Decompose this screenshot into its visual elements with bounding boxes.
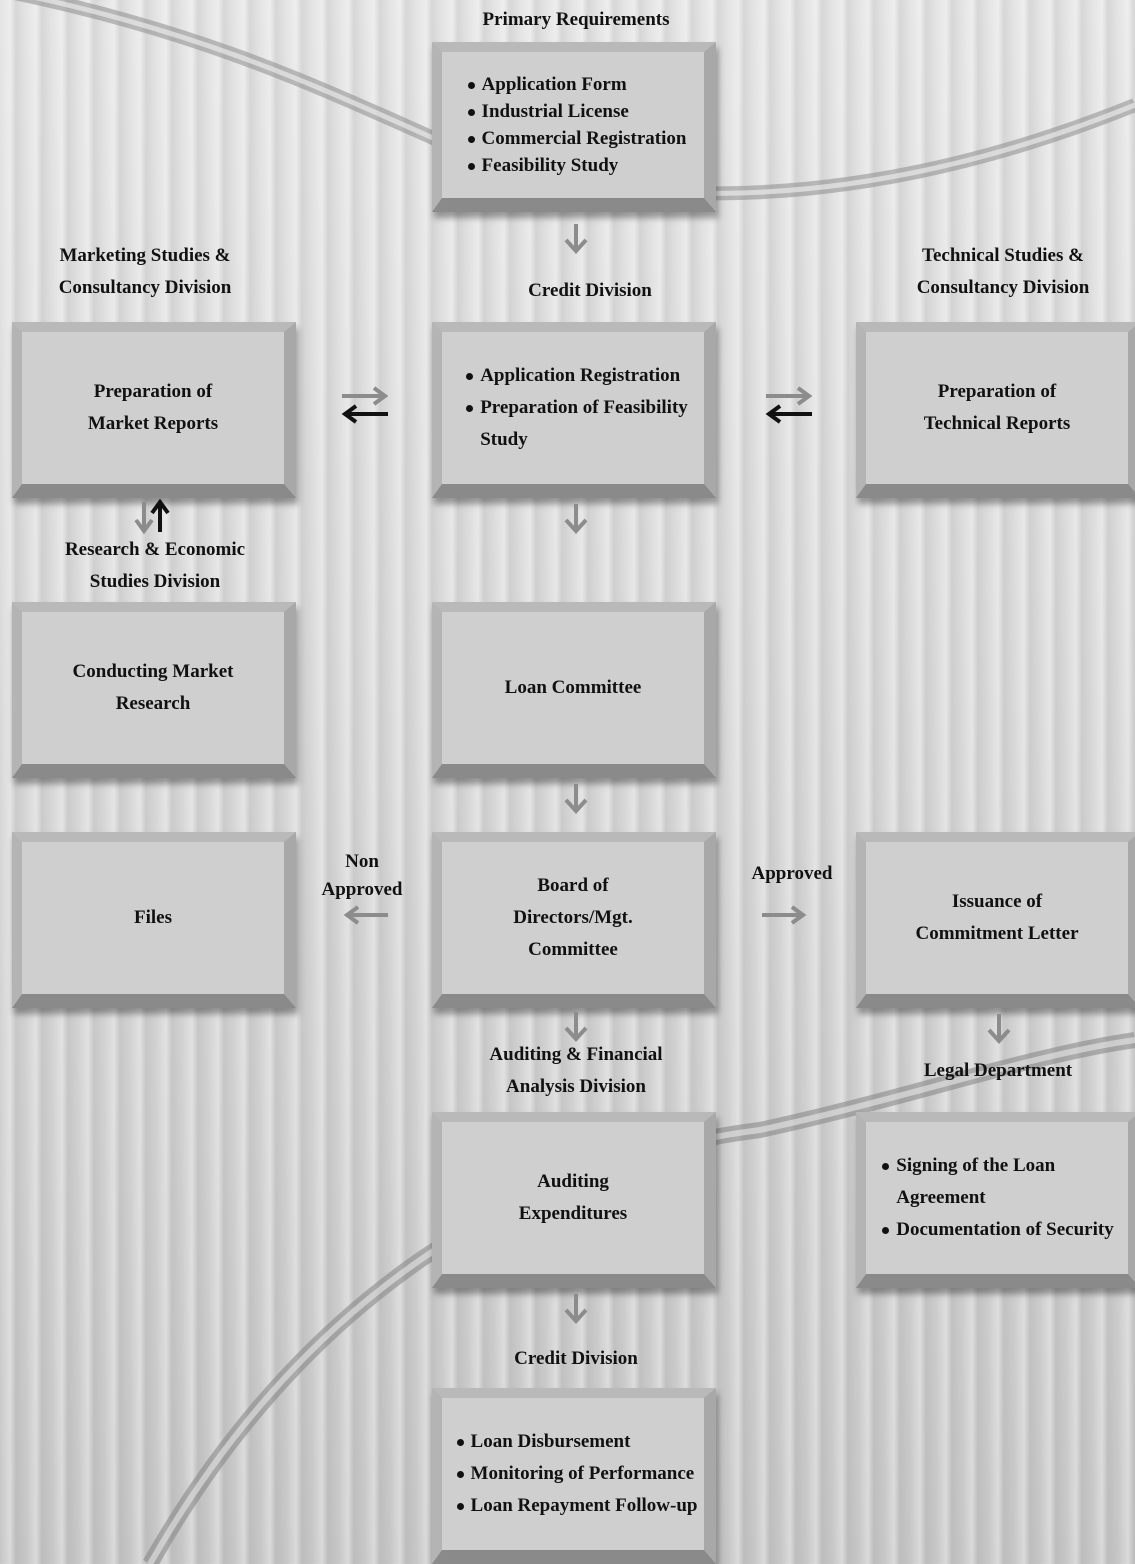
arrow-down-icon bbox=[564, 224, 588, 254]
auditing-division-title: Auditing & Financial Analysis Division bbox=[446, 1039, 706, 1103]
legal-department-title: Legal Department bbox=[923, 1060, 1073, 1081]
arrow-down-icon bbox=[564, 1294, 588, 1324]
approved-label: Approved bbox=[751, 863, 833, 884]
non-approved-label: Non Approved bbox=[302, 848, 422, 904]
files-box: Files bbox=[12, 832, 296, 1008]
commitment-letter-text: Issuance of Commitment Letter bbox=[915, 886, 1078, 950]
commitment-letter-line-1: Issuance of bbox=[951, 891, 1043, 912]
list-item: Signing of the Loan bbox=[880, 1150, 1113, 1182]
list-item: Preparation of Feasibility bbox=[464, 392, 688, 424]
auditing-division-line-1: Auditing & Financial bbox=[489, 1044, 663, 1065]
marketing-division-title: Marketing Studies & Consultancy Division bbox=[20, 240, 270, 304]
research-division-line-2: Studies Division bbox=[89, 571, 221, 592]
marketing-division-line-1: Marketing Studies & bbox=[59, 245, 231, 266]
credit-tasks-box: Application Registration Preparation of … bbox=[432, 322, 716, 498]
credit-division-title-top: Credit Division bbox=[528, 280, 652, 301]
technical-reports-line-1: Preparation of bbox=[937, 381, 1057, 402]
market-research-text: Conducting Market Research bbox=[73, 656, 234, 720]
list-item: Commercial Registration bbox=[466, 125, 686, 152]
list-item: Loan Repayment Follow-up bbox=[455, 1490, 697, 1522]
market-research-line-1: Conducting Market bbox=[72, 661, 234, 682]
technical-reports-text: Preparation of Technical Reports bbox=[924, 376, 1071, 440]
list-item: Application Form bbox=[466, 71, 687, 98]
board-box: Board of Directors/Mgt. Committee bbox=[432, 832, 716, 1008]
list-item: Loan Disbursement bbox=[455, 1426, 698, 1458]
primary-requirements-title: Primary Requirements bbox=[482, 9, 670, 30]
list-item: Monitoring of Performance bbox=[455, 1458, 698, 1490]
files-text: Files bbox=[134, 907, 172, 928]
board-text: Board of Directors/Mgt. Committee bbox=[513, 870, 632, 966]
list-item: Industrial License bbox=[466, 98, 687, 125]
market-research-line-2: Research bbox=[115, 693, 191, 714]
auditing-expenditures-text: Auditing Expenditures bbox=[519, 1166, 627, 1230]
credit-division-title-bottom: Credit Division bbox=[514, 1348, 638, 1369]
research-division-title: Research & Economic Studies Division bbox=[30, 534, 280, 598]
loan-committee-box: Loan Committee bbox=[432, 602, 716, 778]
legal-tasks-box: Signing of the Loan Agreement Documentat… bbox=[856, 1112, 1135, 1288]
arrow-left-icon bbox=[343, 905, 388, 925]
exchange-arrows-icon bbox=[341, 386, 389, 424]
market-reports-text: Preparation of Market Reports bbox=[88, 376, 218, 440]
legal-tasks-list: Signing of the Loan Agreement Documentat… bbox=[880, 1150, 1114, 1246]
list-item-continuation: Agreement bbox=[896, 1187, 986, 1208]
arrow-right-icon bbox=[762, 905, 807, 925]
technical-reports-box: Preparation of Technical Reports bbox=[856, 322, 1135, 498]
auditing-expenditures-line-2: Expenditures bbox=[518, 1203, 628, 1224]
marketing-division-line-2: Consultancy Division bbox=[58, 277, 232, 298]
arrow-down-icon bbox=[564, 1012, 588, 1042]
commitment-letter-box: Issuance of Commitment Letter bbox=[856, 832, 1135, 1008]
auditing-division-line-2: Analysis Division bbox=[506, 1076, 646, 1097]
board-line-1: Board of bbox=[537, 875, 609, 896]
loan-committee-text: Loan Committee bbox=[504, 677, 642, 698]
arrow-down-icon bbox=[564, 504, 588, 534]
primary-requirements-box: Application Form Industrial License Comm… bbox=[432, 42, 716, 212]
technical-reports-line-2: Technical Reports bbox=[923, 413, 1071, 434]
primary-requirements-list: Application Form Industrial License Comm… bbox=[460, 71, 687, 179]
list-item: Feasibility Study bbox=[466, 152, 687, 179]
research-division-line-1: Research & Economic bbox=[64, 539, 246, 560]
arrow-down-icon bbox=[564, 784, 588, 814]
list-item-continuation: Study bbox=[480, 429, 528, 450]
board-line-2: Directors/Mgt. bbox=[513, 907, 633, 928]
market-reports-line-1: Preparation of bbox=[93, 381, 213, 402]
credit-tasks-list: Application Registration Preparation of … bbox=[458, 360, 688, 456]
non-approved-line-1: Non bbox=[345, 851, 379, 872]
technical-division-line-2: Consultancy Division bbox=[916, 277, 1090, 298]
technical-division-line-1: Technical Studies & bbox=[922, 245, 1084, 266]
auditing-expenditures-box: Auditing Expenditures bbox=[432, 1112, 716, 1288]
disbursement-tasks-box: Loan Disbursement Monitoring of Performa… bbox=[432, 1388, 716, 1564]
exchange-arrows-icon bbox=[765, 386, 813, 424]
non-approved-line-2: Approved bbox=[321, 879, 403, 900]
arrow-down-icon bbox=[987, 1014, 1011, 1044]
vertical-exchange-arrows-icon bbox=[134, 498, 170, 535]
commitment-letter-line-2: Commitment Letter bbox=[915, 923, 1079, 944]
market-reports-line-2: Market Reports bbox=[87, 413, 219, 434]
board-line-3: Committee bbox=[528, 939, 618, 960]
technical-division-title: Technical Studies & Consultancy Division bbox=[878, 240, 1128, 304]
disbursement-tasks-list: Loan Disbursement Monitoring of Performa… bbox=[449, 1426, 698, 1522]
list-item: Documentation of Security bbox=[880, 1214, 1114, 1246]
market-research-box: Conducting Market Research bbox=[12, 602, 296, 778]
market-reports-box: Preparation of Market Reports bbox=[12, 322, 296, 498]
auditing-expenditures-line-1: Auditing bbox=[537, 1171, 609, 1192]
list-item: Application Registration bbox=[464, 360, 688, 392]
